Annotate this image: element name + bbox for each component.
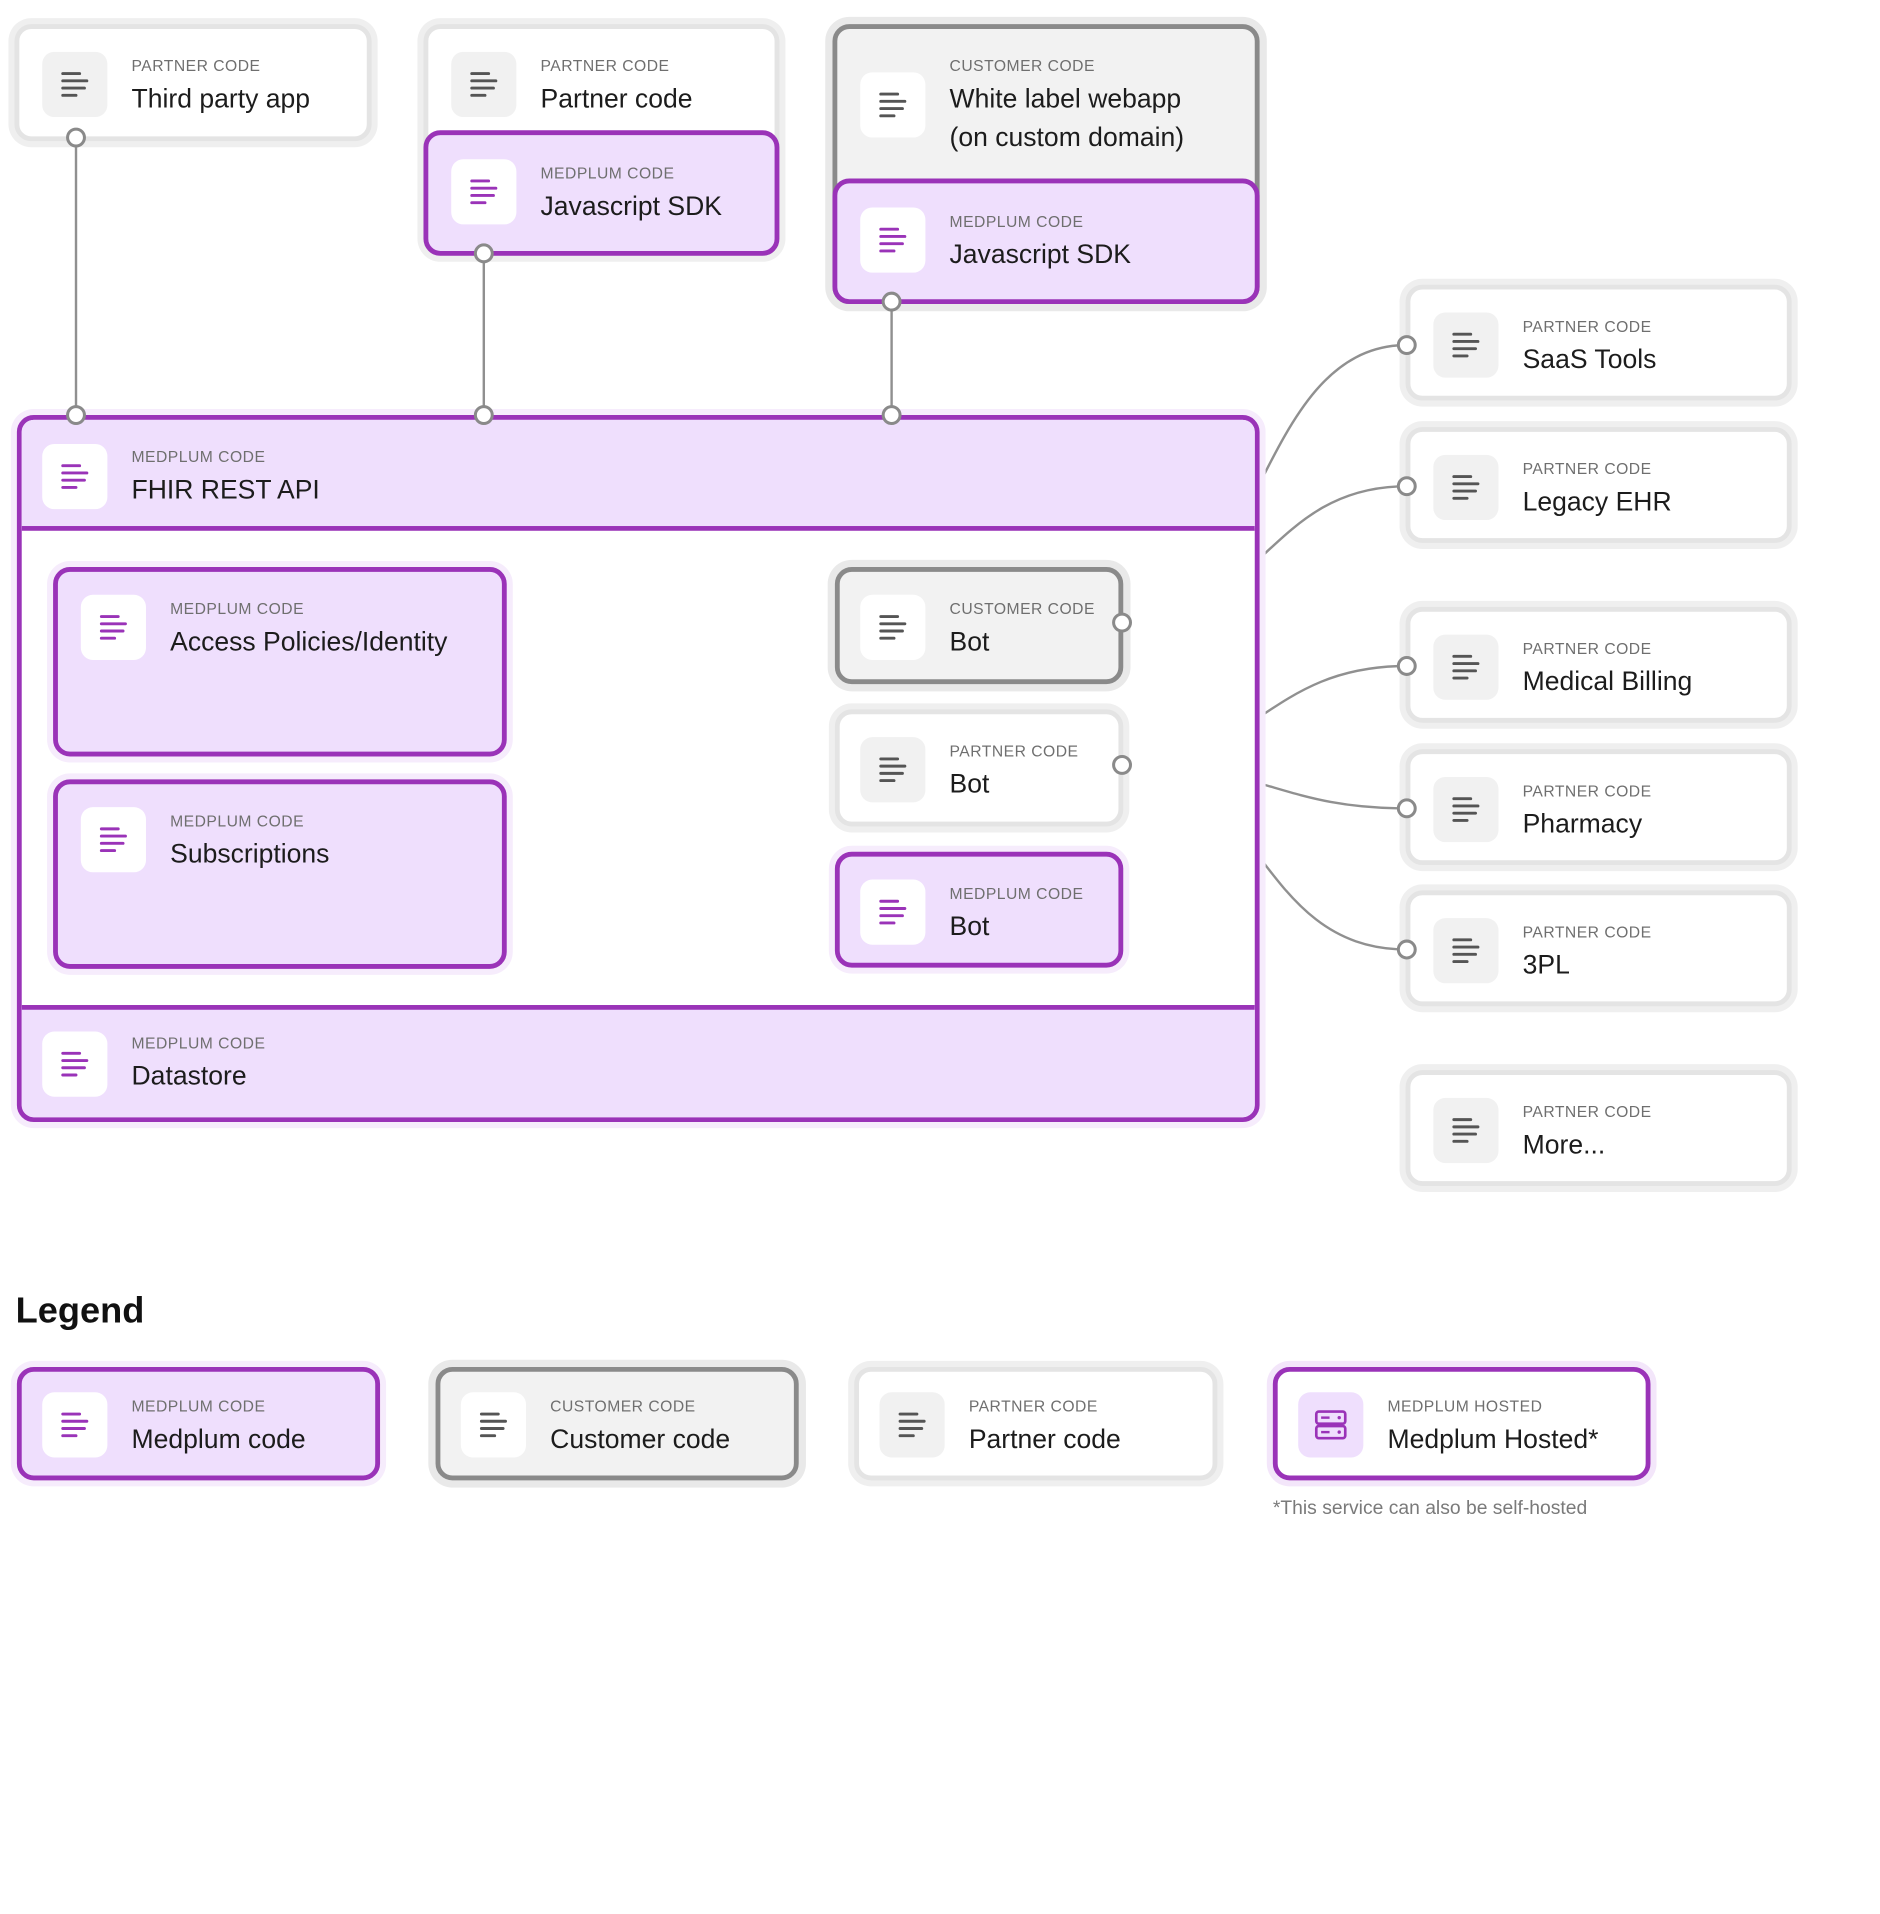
node-title: Pharmacy [1522, 808, 1643, 839]
legend-footnote: *This service can also be self-hosted [1272, 1498, 1588, 1519]
text-align-left-icon [451, 159, 517, 225]
node-title: 3PL [1522, 949, 1570, 980]
node-eyebrow: PARTNER CODE [540, 56, 670, 75]
node-eyebrow: MEDPLUM CODE [170, 599, 305, 618]
node-eyebrow: PARTNER CODE [1522, 639, 1652, 658]
node-more: PARTNER CODE More... [1405, 1070, 1792, 1186]
node-title: SaaS Tools [1522, 343, 1657, 375]
legend-partner-code: PARTNER CODE Partner code [854, 1366, 1218, 1481]
node-title: Subscriptions [170, 838, 330, 869]
node-title: FHIR REST API [131, 474, 320, 505]
legend-title: Legend [15, 1290, 145, 1331]
node-title: Bot [949, 768, 990, 799]
text-align-left-icon [1433, 454, 1499, 521]
text-align-left-icon [1433, 312, 1499, 378]
node-access-policies: MEDPLUM CODE Access Policies/Identity [53, 567, 507, 757]
node-bot-customer: CUSTOMER CODE Bot [834, 567, 1124, 685]
node-title: More... [1522, 1129, 1606, 1160]
node-eyebrow: PARTNER CODE [1522, 459, 1652, 478]
legend-label: Medplum Hosted* [1387, 1423, 1599, 1454]
server-icon [1298, 1392, 1364, 1458]
node-pharmacy: PARTNER CODE Pharmacy [1405, 749, 1792, 866]
node-javascript-sdk-1: MEDPLUM CODE Javascript SDK [423, 130, 780, 256]
node-title: Access Policies/Identity [170, 626, 448, 657]
legend-label: Partner code [968, 1423, 1121, 1454]
text-align-left-icon [80, 807, 146, 873]
legend-label: Medplum code [131, 1423, 306, 1454]
node-title: Third party app [131, 83, 311, 114]
node-title: Medical Billing [1522, 665, 1693, 697]
legend-medplum-hosted: MEDPLUM HOSTED Medplum Hosted* [1272, 1366, 1651, 1481]
text-align-left-icon [451, 51, 517, 118]
node-title: Bot [949, 910, 990, 942]
node-eyebrow: PARTNER CODE [1522, 922, 1652, 942]
text-align-left-icon [42, 1392, 108, 1458]
node-title-line2: (on custom domain) [949, 121, 1185, 153]
node-saas-tools: PARTNER CODE SaaS Tools [1405, 284, 1792, 401]
node-bot-partner: PARTNER CODE Bot [834, 709, 1124, 827]
text-align-left-icon [879, 1392, 945, 1458]
text-align-left-icon [860, 207, 926, 273]
node-eyebrow: PARTNER CODE [1522, 781, 1652, 800]
text-align-left-icon [1433, 776, 1499, 843]
node-eyebrow: PARTNER CODE [131, 56, 261, 75]
node-subscriptions: MEDPLUM CODE Subscriptions [53, 779, 507, 969]
legend-eyebrow: PARTNER CODE [968, 1397, 1098, 1416]
node-eyebrow: CUSTOMER CODE [949, 599, 1095, 618]
text-align-left-icon [860, 72, 926, 138]
text-align-left-icon [860, 594, 926, 660]
text-align-left-icon [860, 879, 926, 945]
legend-eyebrow: MEDPLUM HOSTED [1387, 1397, 1543, 1416]
node-eyebrow: MEDPLUM CODE [949, 884, 1084, 903]
node-title-line1: White label webapp [949, 83, 1182, 114]
node-3pl: PARTNER CODE 3PL [1405, 890, 1792, 1007]
text-align-left-icon [460, 1392, 527, 1458]
node-medical-billing: PARTNER CODE Medical Billing [1405, 606, 1792, 723]
node-third-party-app: PARTNER CODE Third party app [14, 24, 372, 142]
node-title: Javascript SDK [949, 238, 1131, 270]
node-eyebrow: MEDPLUM CODE [949, 212, 1084, 231]
legend-customer-code: CUSTOMER CODE Customer code [435, 1366, 799, 1481]
node-eyebrow: MEDPLUM CODE [131, 447, 266, 466]
node-eyebrow: PARTNER CODE [1522, 317, 1652, 336]
legend-eyebrow: CUSTOMER CODE [550, 1397, 696, 1416]
legend-eyebrow: MEDPLUM CODE [131, 1397, 266, 1416]
legend-medplum-code: MEDPLUM CODE Medplum code [16, 1366, 381, 1481]
node-title: Bot [949, 626, 990, 657]
node-legacy-ehr: PARTNER CODE Legacy EHR [1405, 427, 1792, 543]
node-fhir-rest-api: MEDPLUM CODE FHIR REST API [21, 419, 1255, 531]
text-align-left-icon [80, 594, 146, 660]
node-title: Javascript SDK [540, 190, 722, 221]
text-align-left-icon [42, 51, 108, 118]
legend-label: Customer code [550, 1423, 731, 1454]
node-title: Legacy EHR [1522, 486, 1672, 517]
text-align-left-icon [1433, 918, 1499, 984]
node-title: Partner code [540, 83, 693, 114]
node-eyebrow: PARTNER CODE [949, 741, 1079, 761]
text-align-left-icon [1433, 634, 1499, 700]
node-eyebrow: PARTNER CODE [1522, 1102, 1652, 1121]
node-bot-medplum: MEDPLUM CODE Bot [834, 851, 1124, 968]
node-eyebrow: MEDPLUM CODE [540, 164, 675, 183]
node-title: Datastore [131, 1060, 247, 1091]
text-align-left-icon [42, 443, 108, 510]
text-align-left-icon [860, 737, 926, 803]
node-javascript-sdk-2: MEDPLUM CODE Javascript SDK [832, 178, 1260, 305]
node-datastore: MEDPLUM CODE Datastore [21, 1005, 1255, 1118]
node-eyebrow: CUSTOMER CODE [949, 56, 1095, 75]
node-eyebrow: MEDPLUM CODE [170, 811, 305, 831]
text-align-left-icon [1433, 1097, 1499, 1164]
text-align-left-icon [42, 1031, 108, 1097]
node-eyebrow: MEDPLUM CODE [131, 1033, 266, 1053]
